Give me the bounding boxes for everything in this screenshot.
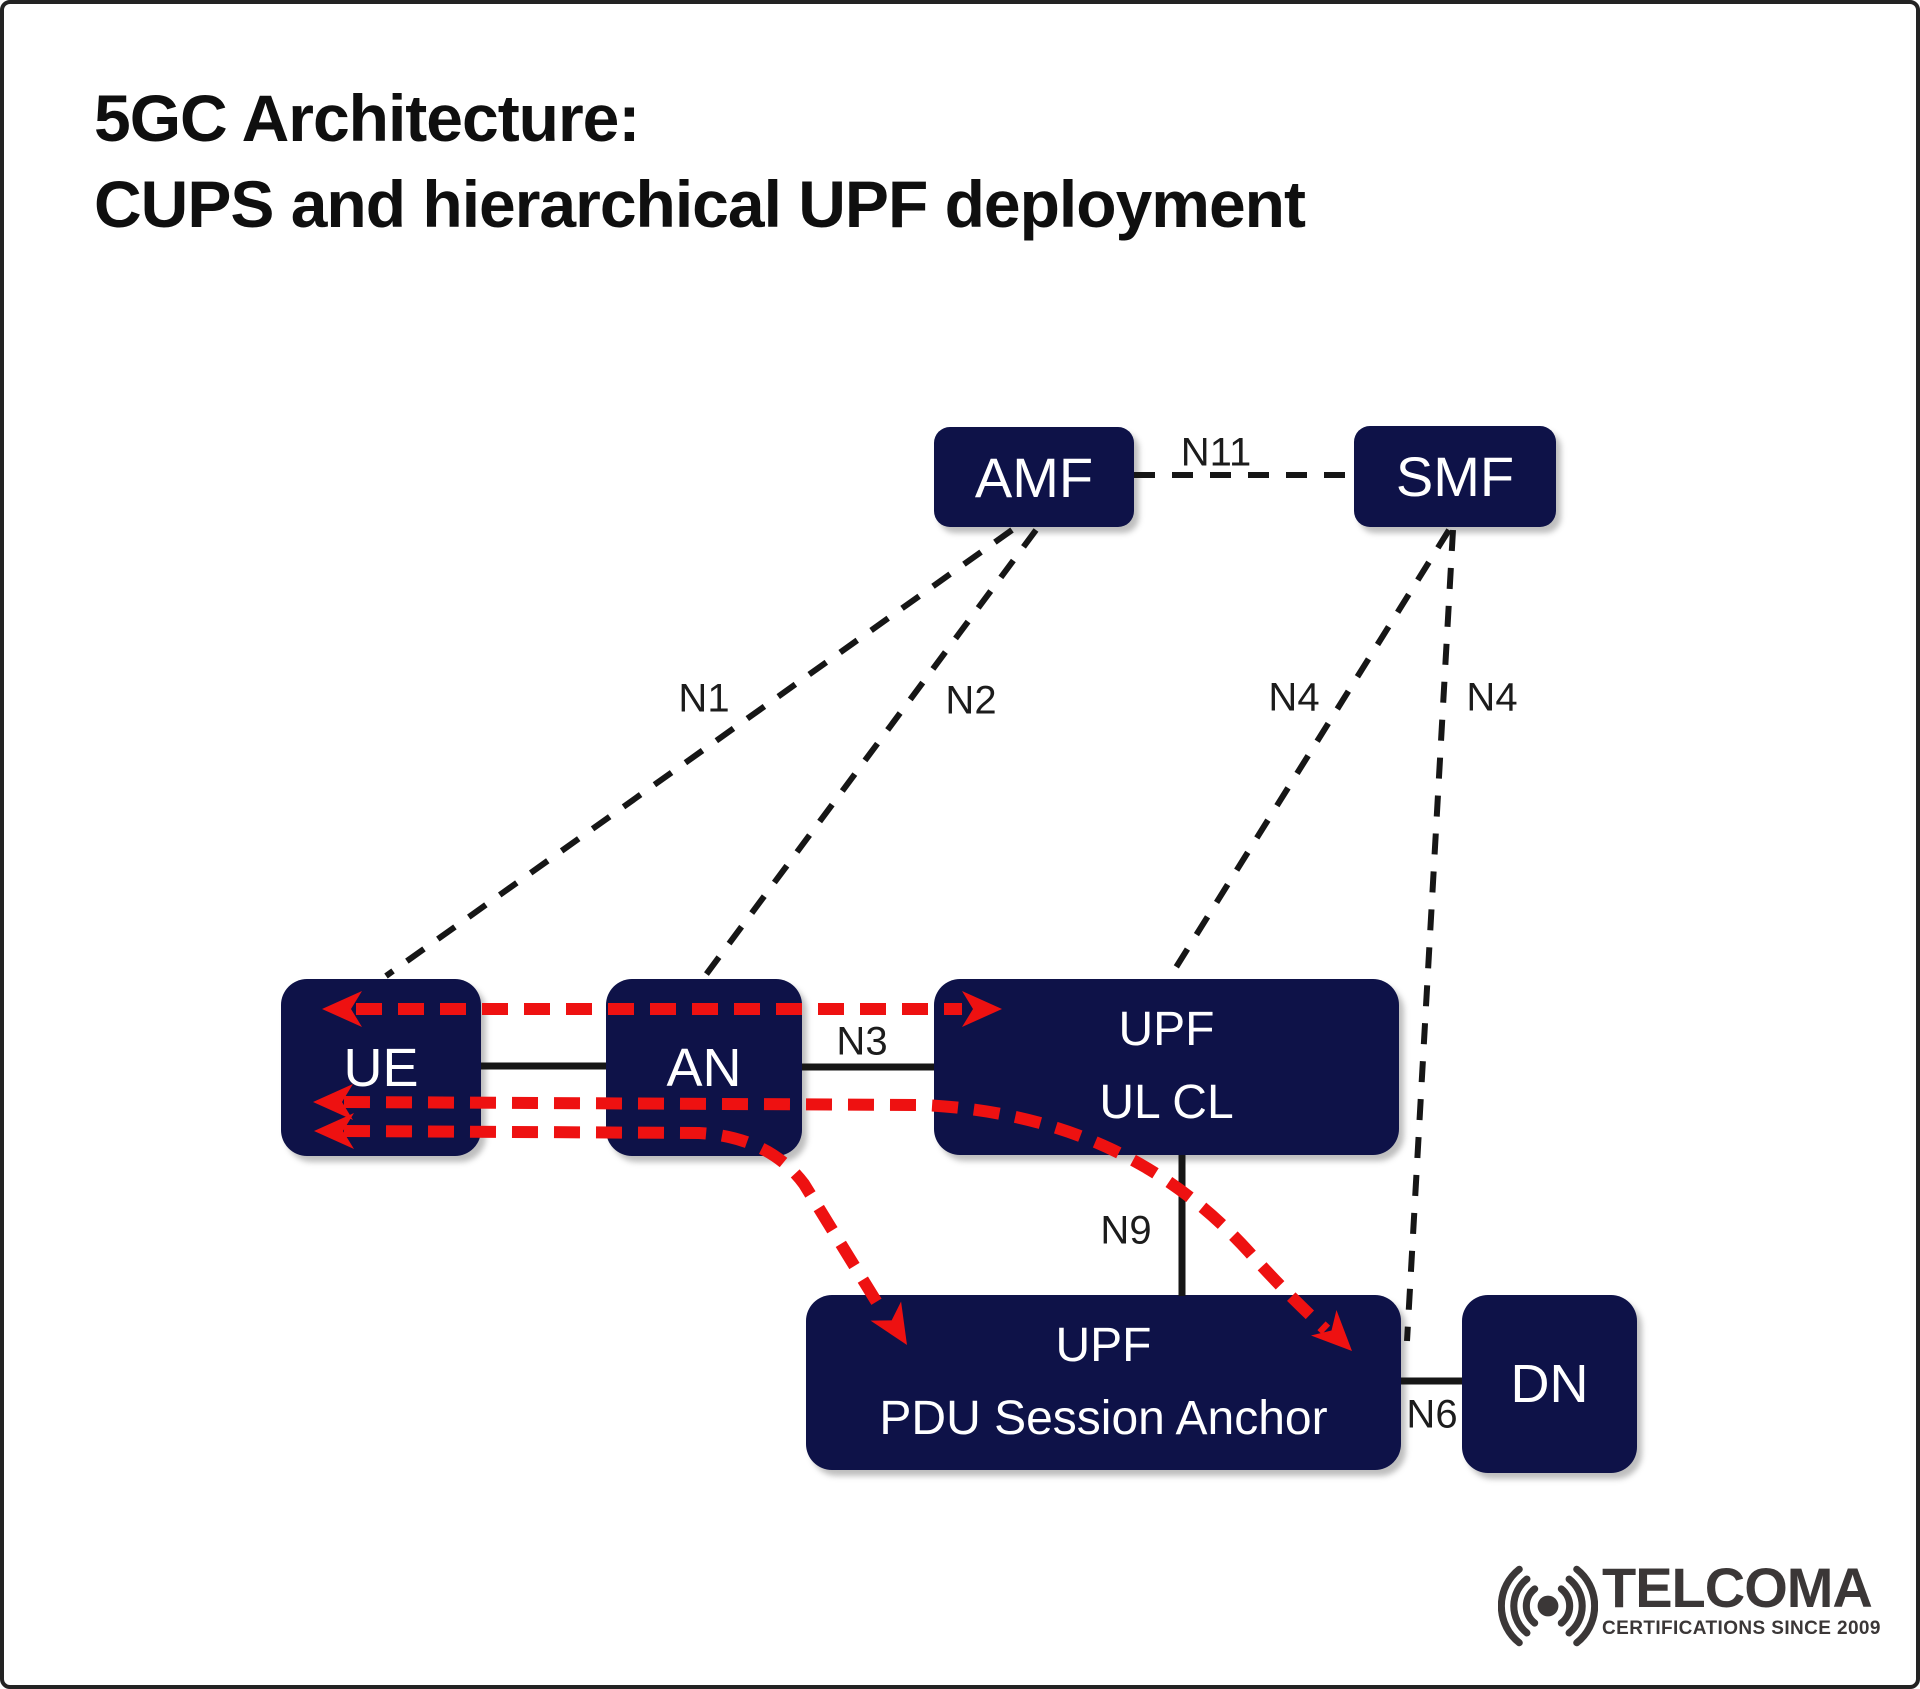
node-an-label: AN bbox=[666, 1037, 742, 1098]
label-n4-left: N4 bbox=[1268, 675, 1320, 720]
page-title: 5GC Architecture: CUPS and hierarchical … bbox=[94, 76, 1306, 248]
node-upf-ulcl-label-line1: UPF bbox=[1118, 1003, 1215, 1057]
node-smf: SMF bbox=[1354, 426, 1556, 527]
edge-n2-amf-an bbox=[702, 528, 1039, 978]
label-n1: N1 bbox=[678, 676, 730, 721]
node-upf-ulcl: UPF UL CL bbox=[934, 979, 1399, 1155]
node-ue-label: UE bbox=[343, 1037, 419, 1098]
label-n6: N6 bbox=[1406, 1392, 1458, 1437]
edge-n1-amf-ue bbox=[384, 527, 1014, 979]
flow-ue-psa-via-an bbox=[343, 1125, 890, 1318]
telcoma-logo: TELCOMA CERTIFICATIONS SINCE 2009 bbox=[1498, 1560, 1881, 1652]
logo-brand-text: TELCOMA bbox=[1602, 1556, 1873, 1619]
node-upf-psa-label-line1: UPF bbox=[1055, 1318, 1152, 1372]
node-dn: DN bbox=[1462, 1295, 1637, 1473]
node-amf-label: AMF bbox=[974, 445, 1094, 509]
label-n4-right: N4 bbox=[1466, 675, 1518, 720]
label-n9: N9 bbox=[1100, 1208, 1152, 1253]
node-upf-ulcl-label-line2: UL CL bbox=[1099, 1076, 1234, 1129]
edge-n4-smf-ulcl bbox=[1167, 528, 1452, 979]
node-upf-psa: UPF PDU Session Anchor bbox=[806, 1295, 1401, 1470]
node-upf-psa-label-line2: PDU Session Anchor bbox=[879, 1391, 1328, 1445]
label-n2: N2 bbox=[945, 678, 997, 723]
node-amf: AMF bbox=[934, 427, 1134, 527]
logo-tagline-text: CERTIFICATIONS SINCE 2009 bbox=[1602, 1618, 1881, 1639]
node-dn-label: DN bbox=[1510, 1354, 1589, 1414]
edge-n4-smf-psa bbox=[1404, 529, 1456, 1342]
node-ue: UE bbox=[281, 979, 481, 1156]
radio-signal-icon bbox=[1498, 1565, 1598, 1647]
label-n3: N3 bbox=[836, 1019, 888, 1064]
node-smf-label: SMF bbox=[1395, 445, 1515, 508]
label-n11: N11 bbox=[1180, 430, 1252, 475]
node-an: AN bbox=[606, 979, 802, 1156]
title-line-2: CUPS and hierarchical UPF deployment bbox=[94, 166, 1306, 241]
title-line-1: 5GC Architecture: bbox=[94, 81, 640, 155]
